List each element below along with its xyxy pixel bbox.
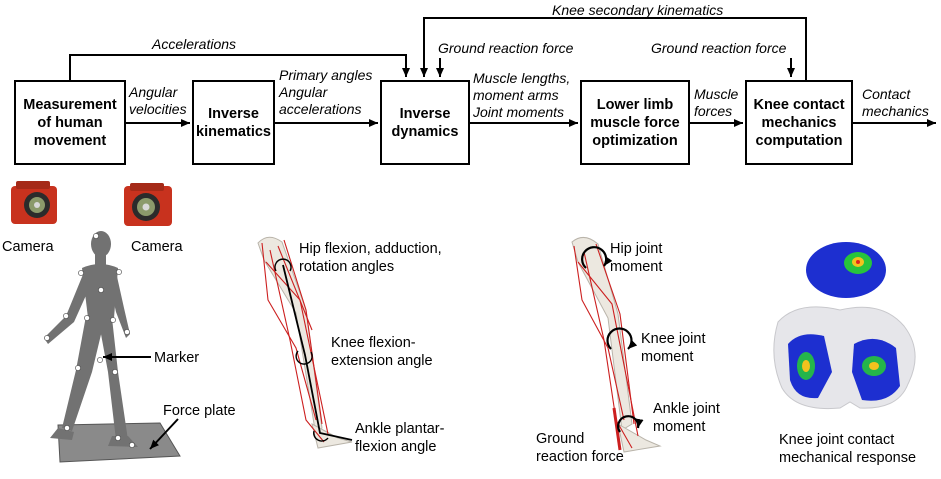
walking-figure-icon xyxy=(44,231,181,463)
label-accelerations: Accelerations xyxy=(152,36,237,52)
caption-hip-angles: Hip flexion, adduction,rotation angles xyxy=(299,241,442,275)
caption-camera-left: Camera xyxy=(2,239,54,255)
label-ground-reaction-force-1: Ground reaction force xyxy=(438,40,574,56)
camera-right-icon xyxy=(124,183,172,226)
flow-arrows xyxy=(69,17,936,127)
force-plate-pointer xyxy=(149,418,179,450)
label-knee-secondary-kinematics: Knee secondary kinematics xyxy=(552,2,724,18)
caption-camera-right: Camera xyxy=(131,239,183,255)
caption-knee-angle: Knee flexion-extension angle xyxy=(331,335,433,369)
knee-contact-icon xyxy=(773,242,916,410)
leg-skeleton-angles-icon xyxy=(257,236,353,449)
leg-skeleton-moments-icon xyxy=(571,237,662,453)
label-ground-reaction-force-2: Ground reaction force xyxy=(651,40,787,56)
caption-force-plate: Force plate xyxy=(163,403,236,419)
arrow-accelerations xyxy=(69,54,410,80)
caption-ankle-angle: Ankle plantar-flexion angle xyxy=(355,421,445,455)
arrow-knee-secondary xyxy=(420,17,807,80)
camera-left-icon xyxy=(11,181,57,224)
caption-marker: Marker xyxy=(154,350,200,366)
